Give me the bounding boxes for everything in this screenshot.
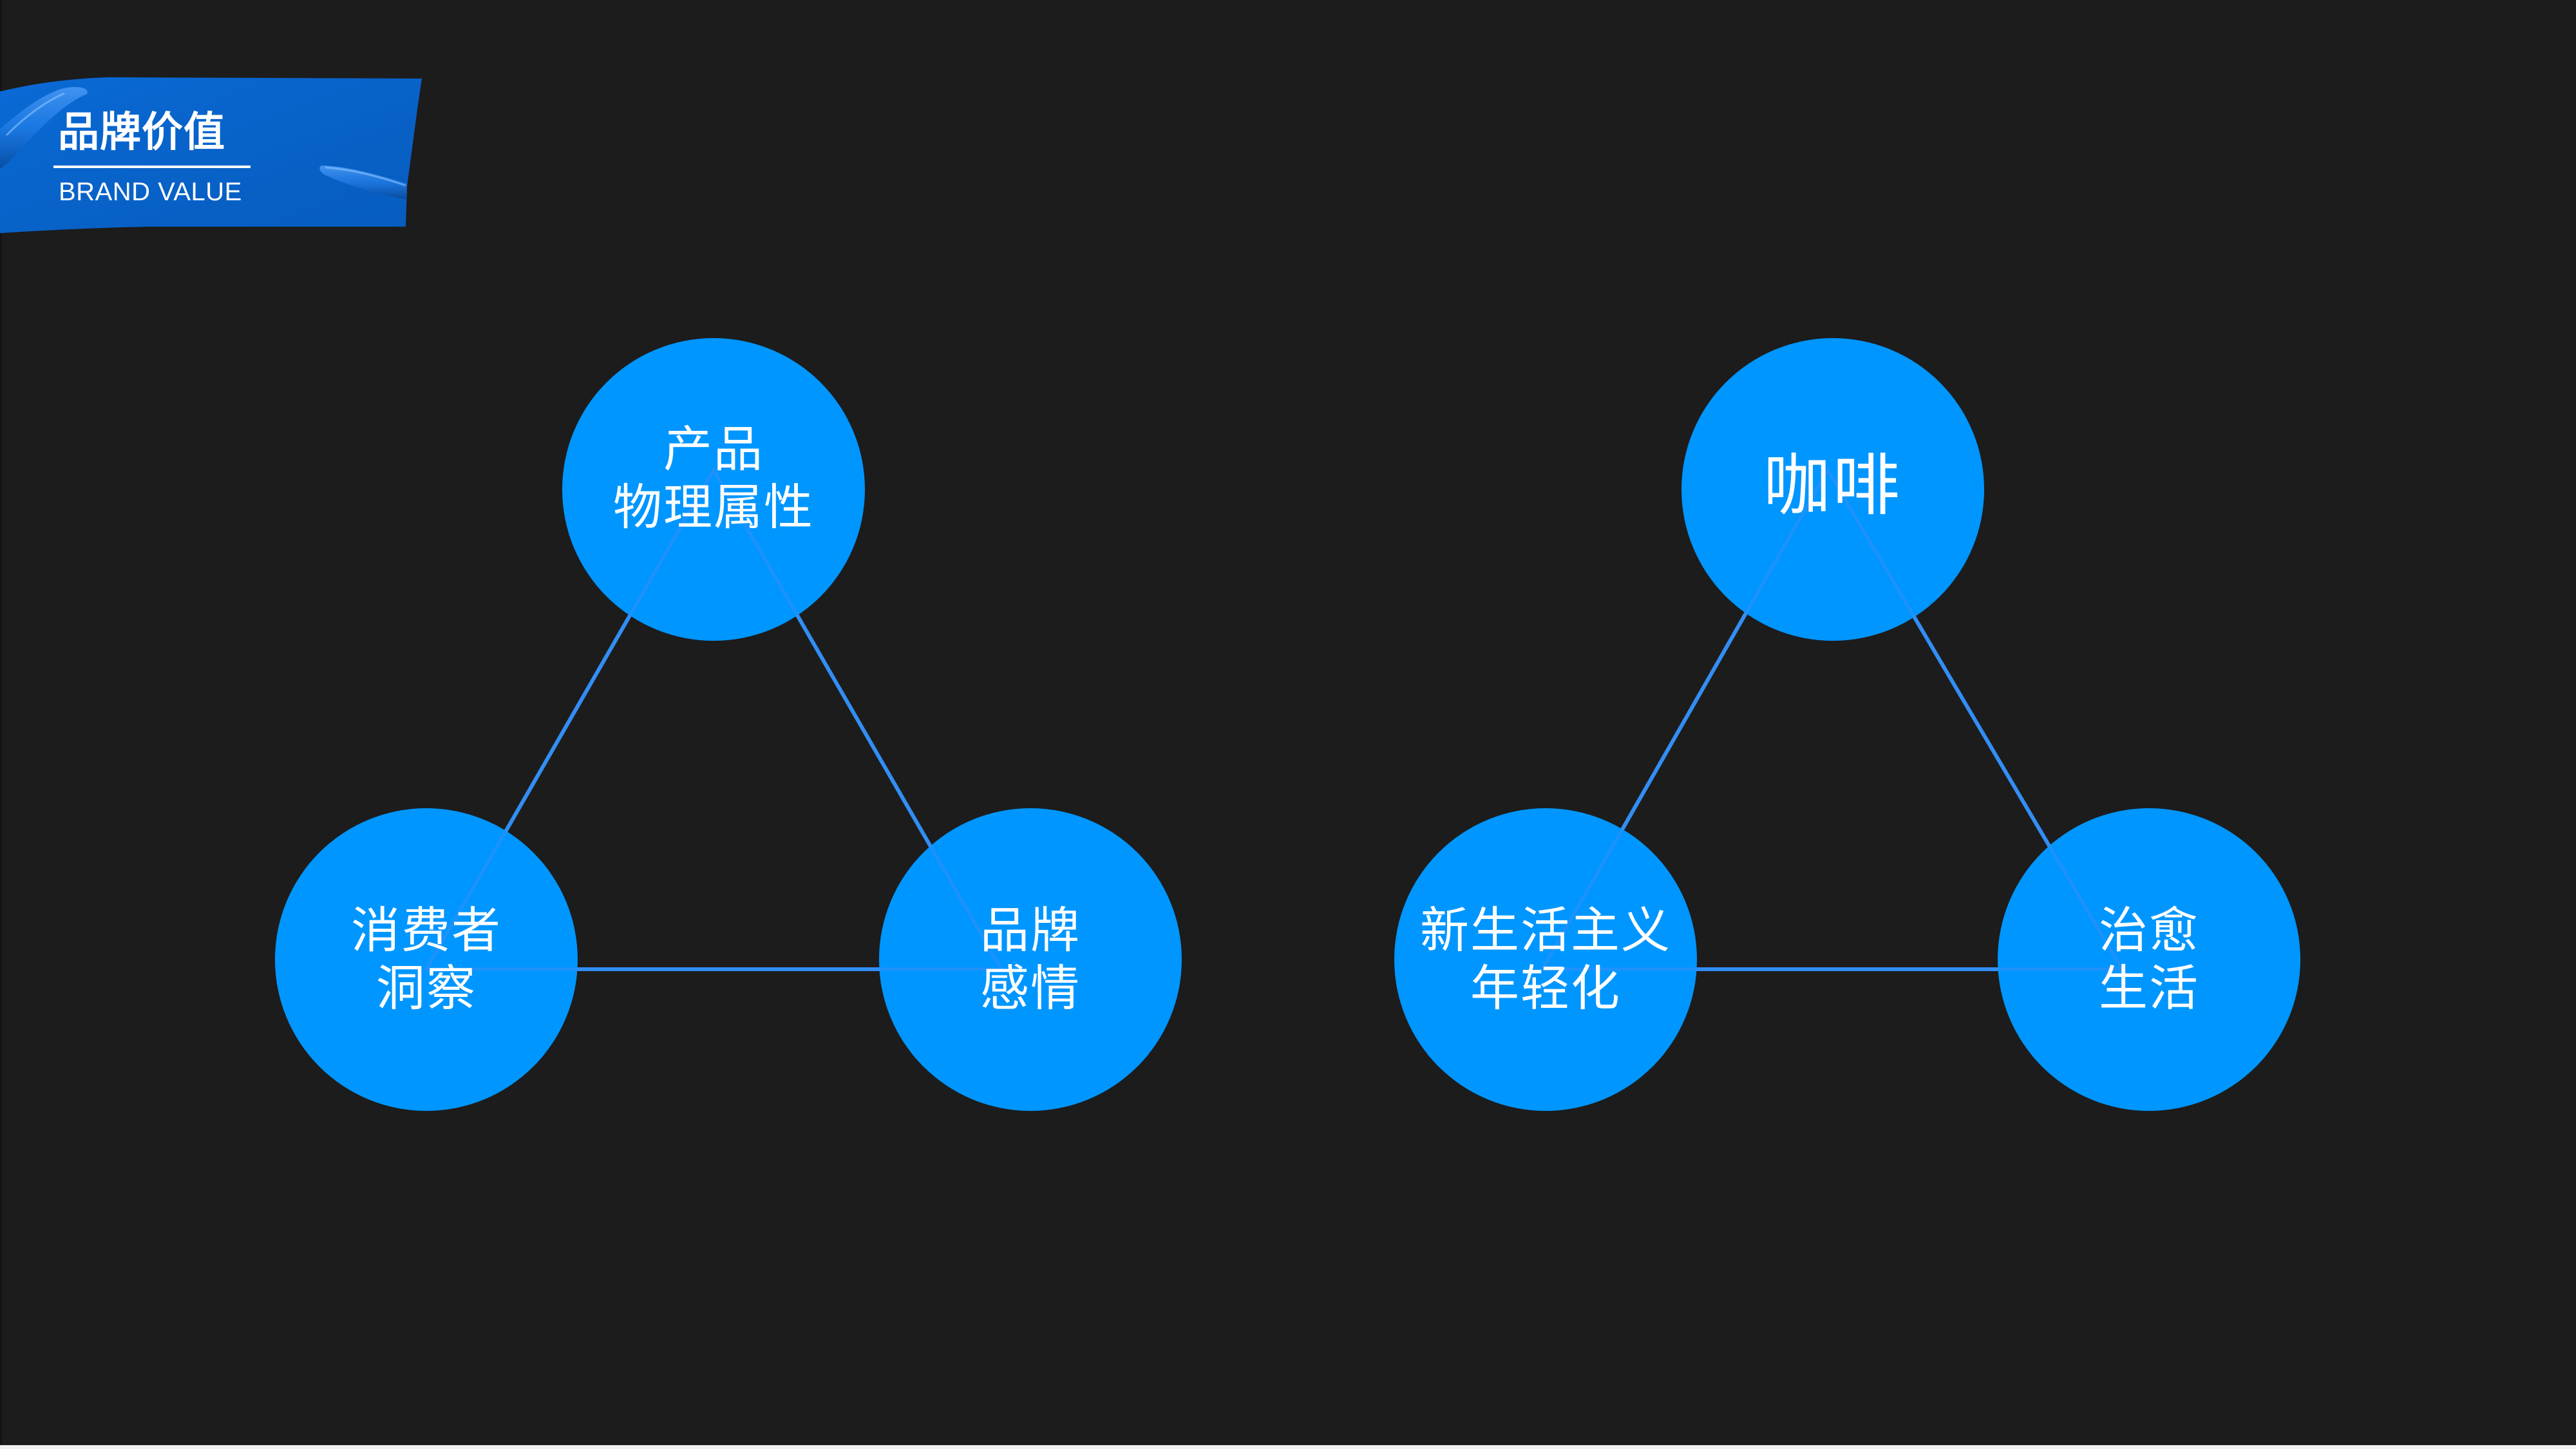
node-label-new-lifestyle: 新生活主义 年轻化	[1394, 808, 1697, 1111]
label-line-2: 物理属性	[613, 478, 814, 536]
label-line-1: 治愈	[2099, 902, 2199, 959]
label-line-1: 咖啡	[1763, 446, 1902, 525]
label-line-2: 生活	[2099, 960, 2199, 1017]
left-border	[0, 0, 2, 1445]
label-line-1: 产品	[663, 421, 764, 478]
node-label-product-attributes: 产品 物理属性	[562, 338, 865, 641]
node-label-consumer-insight: 消费者 洞察	[275, 808, 578, 1111]
bottom-edge-strip	[0, 1445, 2576, 1449]
page-title: 品牌价值	[58, 109, 225, 156]
node-label-healing-life: 治愈 生活	[1998, 808, 2300, 1111]
label-line-1: 新生活主义	[1420, 902, 1671, 959]
title-divider	[53, 166, 251, 168]
node-label-coffee: 咖啡	[1681, 338, 1984, 641]
label-line-2: 洞察	[376, 960, 477, 1017]
node-label-brand-emotion: 品牌 感情	[879, 808, 1182, 1111]
header-tape-ribbon	[0, 77, 422, 233]
label-line-2: 感情	[980, 960, 1081, 1017]
page-subtitle: BRAND VALUE	[59, 178, 242, 206]
label-line-1: 消费者	[351, 902, 502, 959]
label-line-2: 年轻化	[1470, 960, 1621, 1017]
label-line-1: 品牌	[980, 902, 1081, 959]
